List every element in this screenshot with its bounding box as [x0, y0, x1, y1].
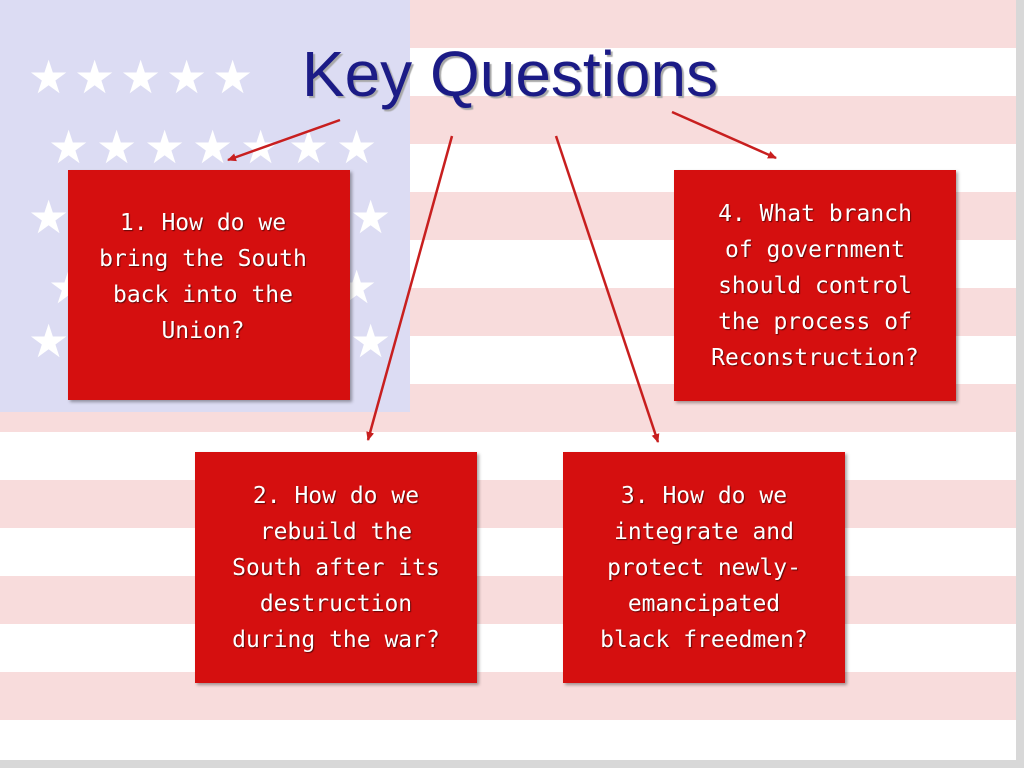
question-line: 4. What branch [718, 200, 912, 227]
star-icon: ★ [144, 120, 186, 174]
slide-title: Key Questions [301, 38, 719, 110]
star-icon: ★ [240, 120, 282, 174]
star-icon: ★ [28, 190, 70, 244]
star-icon: ★ [336, 120, 378, 174]
question-line: Union? [161, 318, 245, 344]
question-box-2: 2. How do we rebuild the South after its… [195, 452, 477, 683]
question-line: back into the [112, 282, 293, 308]
star-icon: ★ [120, 50, 162, 104]
question-box-1: 1. How do we bring the South back into t… [68, 170, 350, 400]
star-icon: ★ [74, 50, 116, 104]
question-line: 3. How do we [620, 482, 788, 509]
question-line: rebuild the [259, 518, 413, 545]
question-line: destruction [259, 590, 413, 617]
flag-stripe [0, 672, 1024, 720]
question-text-4: 4. What branch of government should cont… [711, 196, 919, 376]
star-icon: ★ [166, 50, 208, 104]
question-line: bring the South [99, 246, 307, 272]
question-line: should control [718, 272, 912, 299]
arrow-to-question-1 [227, 118, 341, 162]
question-text-2: 2. How do we rebuild the South after its… [232, 478, 440, 658]
question-line: South after its [232, 554, 440, 581]
question-line: black freedmen? [600, 626, 808, 653]
star-icon: ★ [96, 120, 138, 174]
question-line: during the war? [232, 626, 440, 653]
question-line: emancipated [627, 590, 781, 617]
star-icon: ★ [350, 190, 392, 244]
flag-stripe [0, 480, 1024, 528]
question-line: 1. How do we [119, 210, 287, 236]
question-line: Reconstruction? [711, 344, 919, 371]
question-line: protect newly- [607, 554, 801, 581]
flag-stripe [0, 576, 1024, 624]
question-box-3: 3. How do we integrate and protect newly… [563, 452, 845, 683]
star-icon: ★ [212, 50, 254, 104]
question-line: integrate and [613, 518, 794, 545]
star-icon: ★ [350, 314, 392, 368]
arrow-to-question-3 [554, 135, 660, 443]
question-line: the process of [718, 308, 912, 335]
question-text-1: 1. How do we bring the South back into t… [99, 205, 307, 349]
star-icon: ★ [28, 50, 70, 104]
star-icon: ★ [48, 120, 90, 174]
question-line: of government [724, 236, 905, 263]
star-icon: ★ [192, 120, 234, 174]
question-text-3: 3. How do we integrate and protect newly… [600, 478, 808, 658]
arrow-to-question-4 [671, 110, 777, 160]
question-line: 2. How do we [252, 482, 420, 509]
question-box-4: 4. What branch of government should cont… [674, 170, 956, 401]
star-icon: ★ [28, 314, 70, 368]
arrow-to-question-2 [366, 135, 454, 441]
